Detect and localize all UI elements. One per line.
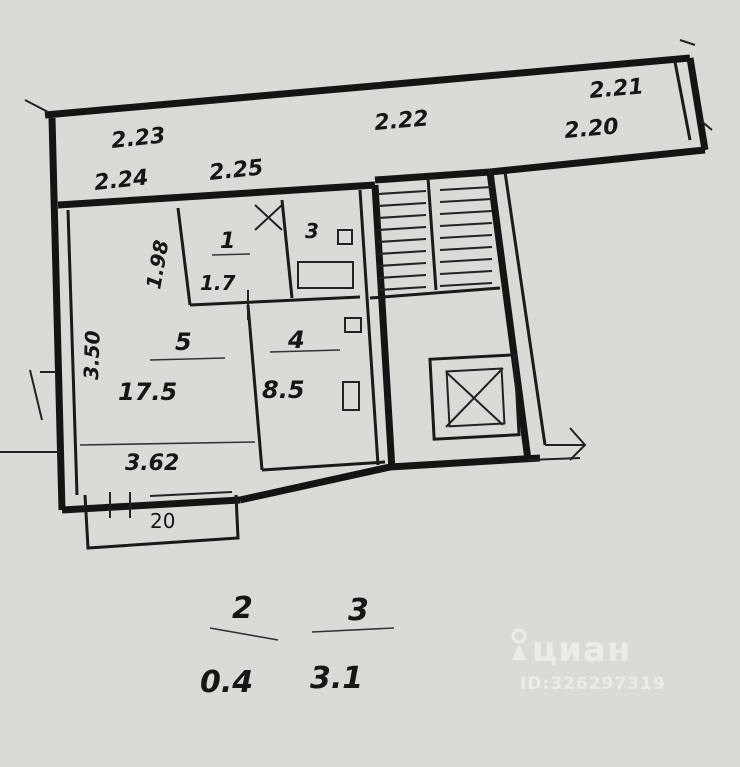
wall-dim-room5: 3.50 (79, 330, 105, 380)
stair-tread (439, 198, 493, 203)
interior-walls (176, 199, 386, 472)
stair-tread (377, 226, 427, 231)
stair-tread (426, 177, 438, 291)
stair-tread (377, 286, 427, 291)
stair-tread (439, 186, 493, 191)
stair-tread (377, 274, 427, 279)
stair-tread (377, 202, 427, 207)
legend-room3-number: 3 (348, 593, 369, 628)
room5-width: 3.62 (125, 451, 179, 476)
corridor-dim-right-top: 2.21 (588, 74, 644, 104)
stair-tread (439, 258, 493, 263)
stair-tread (377, 190, 427, 195)
watermark: циан ID:326297319 (510, 628, 666, 694)
legend-room2-area: 0.4 (200, 665, 253, 700)
stair-tread (439, 210, 493, 215)
corridor-dim-mid-left: 2.25 (208, 155, 265, 186)
stair-tread (377, 250, 427, 255)
corridor-dim-center: 2.22 (373, 106, 429, 136)
stair-tread (439, 246, 493, 251)
location-pin-icon (511, 628, 527, 660)
stair-tread (377, 262, 427, 267)
room5-area: 17.5 (118, 378, 177, 406)
stair-tread (439, 222, 493, 227)
room1-area: 1.7 (200, 271, 236, 295)
room4-number: 4 (287, 326, 305, 354)
room4-area: 8.5 (262, 376, 305, 404)
corridor-dim-left-top: 2.23 (110, 123, 167, 154)
corridor-band (24, 39, 713, 209)
room1-number: 1 (220, 229, 235, 254)
stair-tread (439, 270, 493, 275)
corridor-dim-right-bottom: 2.20 (563, 114, 619, 144)
stair-tread (369, 286, 501, 300)
legend-room3-area: 3.1 (310, 661, 363, 696)
corridor-dim-left-bottom: 2.24 (93, 165, 150, 196)
watermark-id: ID:326297319 (520, 674, 666, 694)
room3-small-label: 3 (305, 219, 319, 243)
room5-number: 5 (175, 328, 192, 356)
stair-tread (439, 234, 493, 239)
apartment-walls (0, 117, 587, 514)
balcony-label: 20 (150, 509, 175, 533)
stair-tread (377, 238, 427, 243)
balcony (83, 491, 240, 550)
elevator-shaft (428, 353, 521, 441)
stair-tread (377, 214, 427, 219)
watermark-brand: циан (532, 630, 632, 670)
stair-tread (439, 282, 493, 287)
legend-room2-number: 2 (232, 591, 253, 626)
wall-dim-left: 1.98 (141, 238, 173, 291)
dimension-lines (79, 253, 395, 641)
staircase (369, 177, 501, 300)
